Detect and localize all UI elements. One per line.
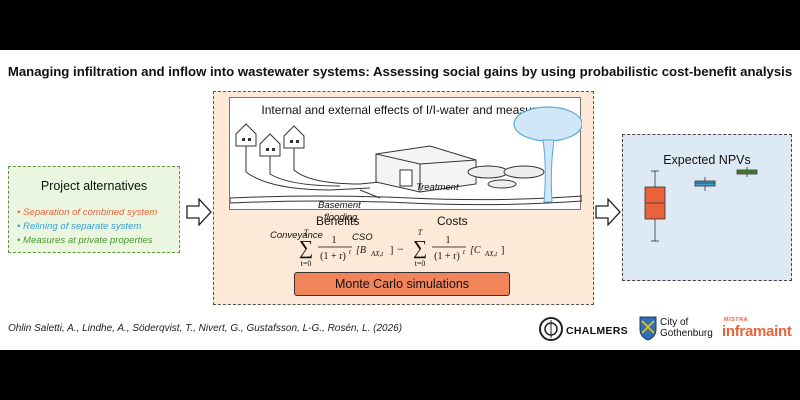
costs-label: Costs [437, 214, 468, 228]
project-alternatives-box: Project alternatives • Separation of com… [8, 166, 180, 253]
alternative-item-relining: • Relining of separate system [17, 221, 142, 232]
sewer-system-illustration [230, 106, 582, 206]
cost-term: [C [470, 245, 481, 256]
benefit-subscript: AX,t [370, 250, 384, 258]
arrow-right-icon [186, 198, 212, 226]
exponent: t [463, 248, 466, 256]
alternative-label: Measures at private properties [23, 235, 153, 246]
fraction-denominator: (1 + r) [320, 251, 346, 262]
benefit-term: [B [356, 245, 366, 256]
arrow-right-icon [595, 198, 621, 226]
alternative-label: Separation of combined system [23, 207, 158, 218]
chalmers-logo: CHALMERS [566, 325, 628, 337]
sum-sign: ∑ [413, 237, 427, 259]
sum-sign: ∑ [299, 237, 313, 259]
boxplot-relining [694, 177, 716, 191]
mistra-logo: MISTRA [724, 317, 749, 323]
expected-npv-title: Expected NPVs [663, 153, 751, 167]
gothenburg-crest-icon [639, 316, 657, 341]
alternative-item-private: • Measures at private properties [17, 235, 153, 246]
alternative-item-separation: • Separation of combined system [17, 207, 158, 218]
inframaint-logo: inframaint [722, 323, 792, 340]
sum-lower-limit: t=0 [415, 259, 426, 268]
project-alternatives-title: Project alternatives [40, 179, 148, 193]
city-logo-line1: City of [660, 317, 689, 328]
minus-sign: − [397, 242, 404, 256]
flooding-label: flooding [324, 212, 358, 223]
sum-lower-limit: t=0 [301, 259, 312, 268]
treatment-label: Treatment [416, 182, 459, 193]
benefits-label: Benefits [316, 214, 360, 228]
citation: Ohlin Saletti, A., Lindhe, A., Söderqvis… [8, 323, 403, 334]
chalmers-seal-icon [539, 317, 563, 341]
effects-illustration-box: Internal and external effects of I/I-wat… [229, 97, 582, 243]
sum-upper-limit: T [418, 228, 423, 237]
conveyance-label: Conveyance [270, 230, 323, 241]
alternative-label: Relining of separate system [23, 221, 142, 232]
cso-label: CSO [352, 232, 373, 243]
graphical-abstract: Managing infiltration and inflow into wa… [0, 50, 800, 350]
npv-formula: T ∑ t=0 1 (1 + r) t [B AX,t ] − T ∑ t=0 … [299, 228, 504, 268]
effects-title: Internal and external effects of I/I-wat… [261, 103, 549, 117]
exponent: t [349, 248, 352, 256]
fraction-numerator: 1 [332, 235, 337, 246]
city-logo-line2: Gothenburg [660, 328, 713, 339]
cost-close: ] [501, 245, 504, 256]
benefit-close: ] [390, 245, 393, 256]
expected-npv-box: Expected NPVs [622, 134, 792, 281]
boxplot-private [736, 167, 758, 177]
basement-label: Basement [318, 200, 361, 211]
main-title: Managing infiltration and inflow into wa… [7, 64, 793, 79]
monte-carlo-simulations-box: Monte Carlo simulations [294, 272, 510, 296]
boxplot-separation [644, 170, 666, 242]
cost-subscript: AX,t [484, 250, 498, 258]
fraction-numerator: 1 [446, 235, 451, 246]
sum-upper-limit: T [304, 228, 309, 237]
fraction-denominator: (1 + r) [434, 251, 460, 262]
npv-boxplot [644, 167, 758, 242]
